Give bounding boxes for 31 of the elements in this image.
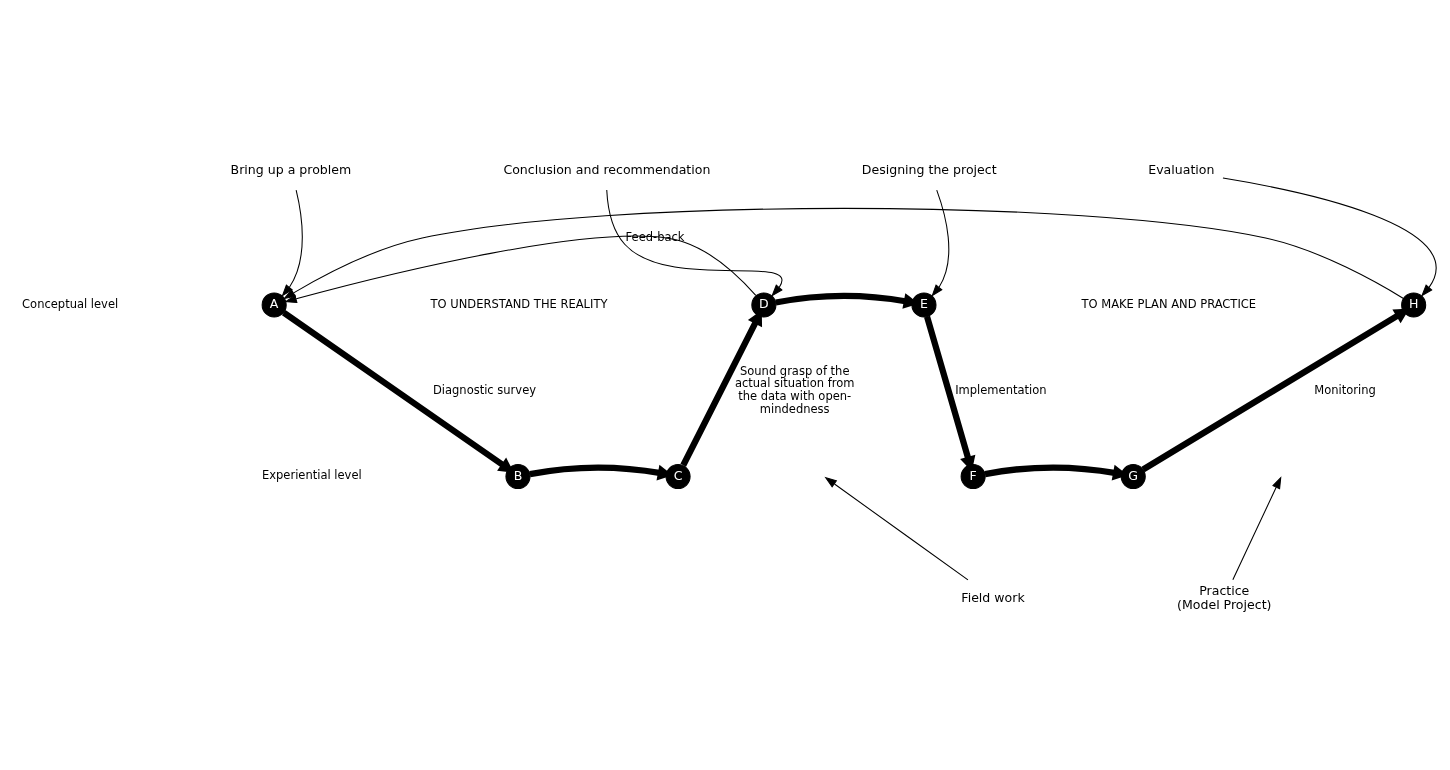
node-circle: D	[751, 292, 777, 318]
label: TO UNDERSTAND THE REALITY	[430, 296, 608, 311]
arrow	[1222, 177, 1437, 297]
arrow	[283, 207, 1404, 300]
arrow	[281, 189, 303, 297]
node-circle: F	[960, 464, 986, 490]
node-circle: H	[1401, 292, 1427, 318]
node-text: Conclusion and recommendation	[503, 162, 711, 178]
node-circle: A	[261, 292, 287, 318]
label: Experiential level	[262, 468, 362, 483]
edge-label: Diagnostic survey	[432, 382, 537, 397]
node-circle: E	[911, 292, 937, 318]
node-circle: B	[505, 464, 531, 490]
node-text: Designing the project	[861, 162, 997, 178]
node-text: Evaluation	[1148, 162, 1215, 178]
edge-label: Monitoring	[1314, 382, 1376, 397]
node-text: Bring up a problem	[230, 162, 352, 178]
arrow	[284, 235, 757, 303]
node-circle: C	[665, 464, 691, 490]
edge-label: Sound grasp of the actual situation from the data with open-mindedness	[734, 363, 855, 416]
label: TO MAKE PLAN AND PRACTICE	[1081, 296, 1257, 311]
arrow	[924, 315, 976, 472]
arrow	[606, 189, 783, 297]
arrow	[824, 476, 969, 581]
arrow	[1232, 476, 1282, 581]
node-text: Practice (Model Project)	[1177, 583, 1272, 613]
node-text: Field work	[961, 590, 1025, 606]
label: Conceptual level	[22, 296, 119, 311]
arrow	[931, 189, 950, 297]
edge-label: Implementation	[955, 382, 1047, 397]
node-circle: G	[1120, 464, 1146, 490]
